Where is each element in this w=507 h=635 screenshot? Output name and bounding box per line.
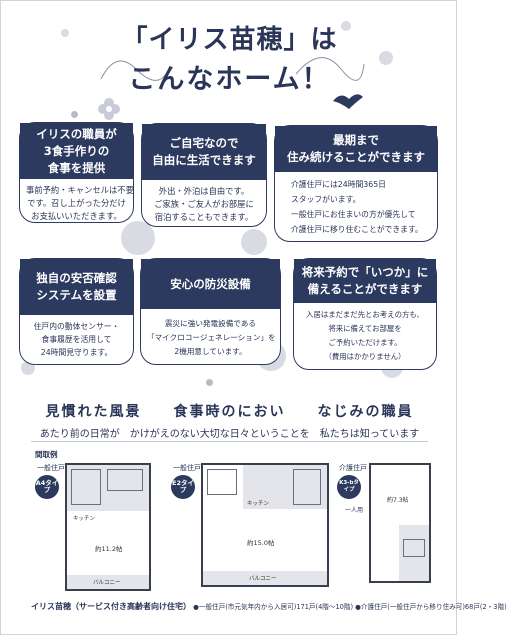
plan-unit-label: 介護住戸 [339, 464, 367, 472]
plans-section-label: 間取例 [35, 450, 58, 459]
swirl-decoration-icon [100, 57, 365, 81]
floor-plan-a4: キッチン 約11.2帖 バルコニー [65, 463, 151, 591]
decor-dot [71, 111, 78, 118]
plan-type-badge: K3-bタイプ [337, 475, 361, 499]
feature-body-text: 「マイクロコージェネレーション」を [147, 333, 276, 342]
decor-dot [379, 51, 393, 65]
feature-heading-text: 安心の防災設備 [170, 276, 251, 291]
feature-body-text: 介護住戸に移り住むことができます。 [291, 225, 423, 234]
feature-heading-text: 住み続けることができます [287, 150, 425, 164]
feature-card-header: 独自の安否確認 システムを設置 [20, 259, 133, 315]
floor-plan-bath [403, 539, 425, 557]
feature-body-text: 入居はまだまだ先とお考えの方も、 [306, 310, 424, 319]
feature-heading-text: 3食手作りの [43, 143, 110, 158]
title-line-1: 「イリス苗穂」は [121, 25, 338, 55]
decor-dot [241, 229, 267, 255]
feature-body-text: 将来に備えてお部屋を [328, 324, 402, 333]
feature-card-header: イリスの職員が 3食手作りの 食事を提供 [20, 123, 133, 179]
feature-body-text: です。召し上がった分だけ [27, 198, 126, 208]
feature-card-body: 住戸内の動体センサー・ 食事履歴を活用して 24時間見守ります。 [20, 315, 133, 364]
floor-plan-kitchen-label: キッチン [247, 501, 270, 507]
plan-extra-label: 一人用 [345, 507, 364, 514]
plan-type-badge: A4タイプ [35, 475, 59, 499]
floor-plan-bath [71, 469, 101, 505]
feature-body-text: 外出・外泊は自由です。 [158, 186, 250, 196]
feature-card-freedom: ご自宅なので 自由に生活できます 外出・外泊は自由です。 ご家族・ご友人がお部屋… [141, 123, 267, 227]
feature-body-text: 24時間見守ります。 [40, 348, 113, 357]
feature-card-disaster: 安心の防災設備 震災に強い発電設備である 「マイクロコージェネレーション」を 2… [140, 258, 281, 365]
feature-card-header: ご自宅なので 自由に生活できます [142, 124, 266, 180]
footer-general-units: ●一般住戸(市元気年内から入居可)171戸(4階〜10階) [193, 603, 354, 611]
feature-body-text: （費用はかかりません） [324, 352, 406, 361]
divider [31, 441, 428, 442]
plan-unit-label: 一般住戸 [37, 464, 65, 472]
feature-card-body: 震災に強い発電設備である 「マイクロコージェネレーション」を 2機用意しています… [141, 309, 280, 364]
feature-heading-text: 備えることができます [307, 282, 423, 296]
feature-heading-text: 自由に生活できます [152, 153, 256, 167]
tagline: 見慣れた風景 食事時のにおい なじみの職員 [45, 404, 414, 420]
floor-plan-room-size: 約7.3帖 [387, 497, 409, 504]
feature-body-text: 事前予約・キャンセルは不要 [26, 185, 134, 195]
feature-card-header: 将来予約で「いつか」に 備えることができます [294, 259, 436, 303]
floor-plan-balcony-label: バルコニー [249, 576, 277, 582]
floor-plan-storage [207, 469, 237, 495]
floor-plan-balcony-label: バルコニー [93, 580, 121, 586]
footer-care-units: ●介護住戸(一般住戸から移り住み可)68戸(2・3階) [355, 603, 507, 611]
feature-body-text: ご予約いただけます。 [328, 338, 402, 347]
feature-body-text: お支払いいただきます。 [31, 211, 122, 221]
title-line-2: こんなホーム！ [128, 64, 331, 95]
floor-plan-utility-area [243, 465, 327, 509]
feature-card-safety-check: 独自の安否確認 システムを設置 住戸内の動体センサー・ 食事履歴を活用して 24… [19, 258, 134, 365]
floor-plan-balcony-area [67, 575, 149, 589]
feature-heading-text: 将来予約で「いつか」に [301, 265, 429, 279]
flower-icon [98, 98, 120, 120]
feature-heading-text: ご自宅なので [169, 136, 239, 150]
decor-dot [61, 29, 69, 37]
plan-type-badge: E2タイプ [171, 475, 195, 499]
plan-unit-label: 一般住戸 [173, 464, 201, 472]
decor-dot [206, 379, 213, 386]
feature-heading-text: イリスの職員が [36, 126, 117, 141]
feature-heading-text: システムを設置 [36, 288, 117, 302]
feature-card-header: 安心の防災設備 [141, 259, 280, 309]
floor-plan-storage [107, 469, 143, 491]
feature-body-text: スタッフがいます。 [291, 195, 361, 204]
feature-heading-text: 独自の安否確認 [36, 271, 117, 285]
floor-plan-room-size: 約11.2帖 [95, 545, 123, 553]
floor-plan-e2: キッチン 約15.0帖 バルコニー [201, 463, 329, 587]
feature-card-reservation: 将来予約で「いつか」に 備えることができます 入居はまだまだ先とお考えの方も、 … [293, 258, 437, 370]
feature-body-text: ご家族・ご友人がお部屋に [154, 199, 254, 209]
floor-plan-k3b: 約7.3帖 [369, 463, 431, 583]
feature-card-lifelong: 最期まで 住み続けることができます 介護住戸には24時間365日 スタッフがいま… [274, 125, 438, 242]
feature-body-text: 介護住戸には24時間365日 [291, 180, 386, 189]
footer-facility-name: イリス苗穂（サービス付き高齢者向け住宅） [31, 602, 191, 611]
floor-plan-room-size: 約15.0帖 [247, 539, 275, 547]
footer: イリス苗穂（サービス付き高齢者向け住宅） ●一般住戸(市元気年内から入居可)17… [31, 601, 507, 612]
bird-icon [333, 94, 363, 109]
decor-dot [341, 21, 351, 31]
feature-card-body: 介護住戸には24時間365日 スタッフがいます。 一般住戸にお住まいの方が優先し… [275, 172, 437, 242]
feature-heading-text: 最期まで [333, 133, 379, 147]
feature-card-meals: イリスの職員が 3食手作りの 食事を提供 事前予約・キャンセルは不要 です。召し… [19, 122, 134, 223]
feature-card-body: 入居はまだまだ先とお考えの方も、 将来に備えてお部屋を ご予約いただけます。 （… [294, 303, 436, 369]
feature-body-text: 住戸内の動体センサー・ [33, 322, 120, 331]
floor-plan-balcony-area [203, 571, 327, 585]
feature-heading-text: 食事を提供 [47, 160, 106, 175]
floor-plan-utility-area [67, 465, 149, 511]
feature-body-text: 宿泊することもできます。 [154, 212, 254, 222]
feature-body-text: 一般住戸にお住まいの方が優先して [291, 210, 416, 219]
floor-plan-kitchen-label: キッチン [73, 516, 96, 522]
feature-card-header: 最期まで 住み続けることができます [275, 126, 437, 172]
floor-plan-bath [293, 469, 321, 505]
decor-dot [121, 221, 155, 255]
subline: あたり前の日常が かけがえのない大切な日々ということを 私たちは知っています [39, 429, 420, 440]
feature-body-text: 2機用意しています。 [174, 347, 247, 356]
feature-card-body: 事前予約・キャンセルは不要 です。召し上がった分だけ お支払いいただきます。 [20, 179, 134, 228]
feature-card-body: 外出・外泊は自由です。 ご家族・ご友人がお部屋に 宿泊することもできます。 [142, 180, 266, 229]
feature-body-text: 震災に強い発電設備である [164, 319, 257, 328]
feature-body-text: 食事履歴を活用して [41, 335, 112, 344]
